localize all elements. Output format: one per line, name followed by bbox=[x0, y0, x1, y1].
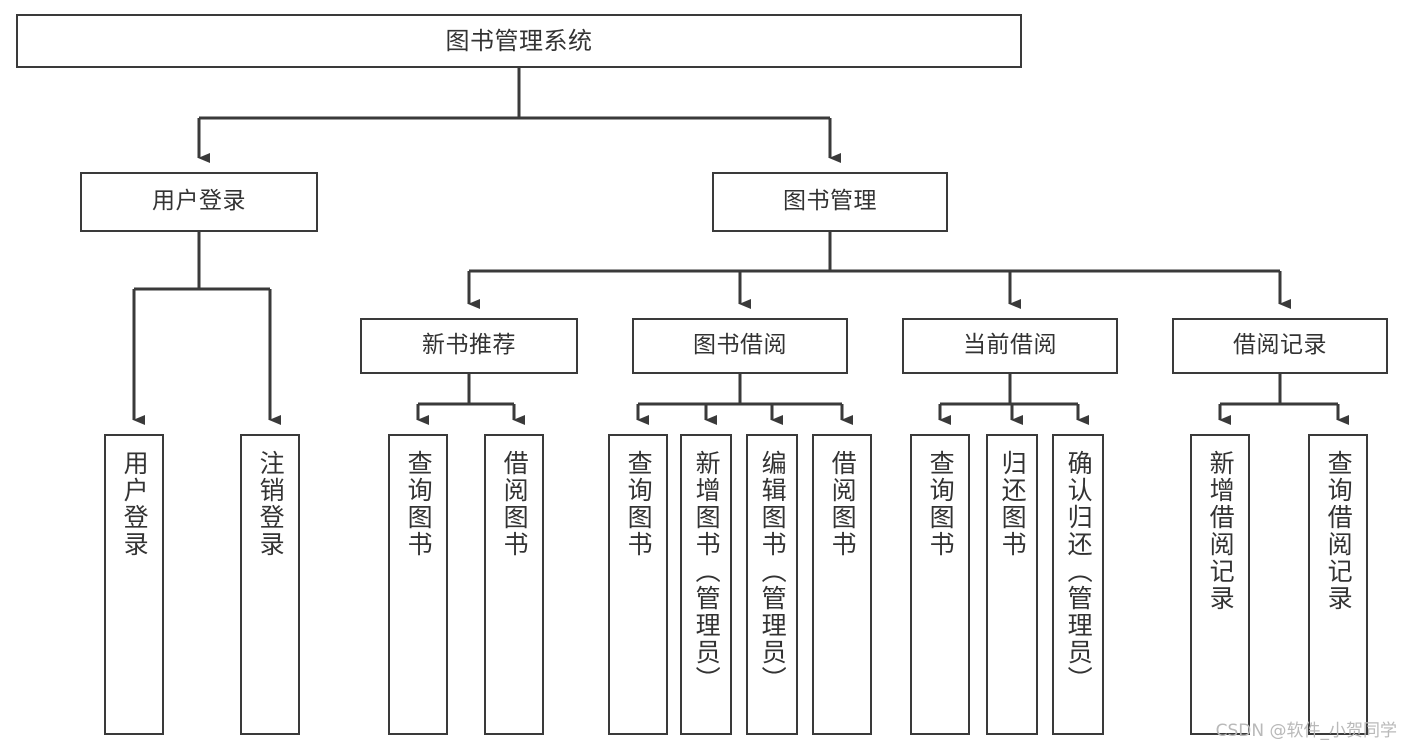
node-label: 查询图书 bbox=[404, 450, 434, 558]
leaf-query-book-borrow[interactable]: 查询图书 bbox=[608, 434, 668, 735]
node-root-system[interactable]: 图书管理系统 bbox=[16, 14, 1022, 68]
leaf-edit-book-admin[interactable]: 编辑图书（管理员） bbox=[746, 434, 798, 735]
node-label: 用户登录 bbox=[120, 450, 150, 558]
leaf-query-book-recommend[interactable]: 查询图书 bbox=[388, 434, 448, 735]
leaf-add-book-admin[interactable]: 新增图书（管理员） bbox=[680, 434, 732, 735]
leaf-query-borrow-record[interactable]: 查询借阅记录 bbox=[1308, 434, 1368, 735]
node-new-book-recommend[interactable]: 新书推荐 bbox=[360, 318, 578, 374]
node-label: 借阅图书 bbox=[828, 450, 858, 558]
leaf-borrow-book-recommend[interactable]: 借阅图书 bbox=[484, 434, 544, 735]
node-label: 查询图书 bbox=[926, 450, 956, 558]
watermark: CSDN @软件_小贺同学 bbox=[1215, 721, 1397, 741]
leaf-confirm-return-admin[interactable]: 确认归还（管理员） bbox=[1052, 434, 1104, 735]
node-label: 确认归还（管理员） bbox=[1064, 450, 1094, 693]
node-book-borrow[interactable]: 图书借阅 bbox=[632, 318, 848, 374]
leaf-query-book-current[interactable]: 查询图书 bbox=[910, 434, 970, 735]
node-label: 图书管理 bbox=[783, 188, 877, 215]
leaf-borrow-book[interactable]: 借阅图书 bbox=[812, 434, 872, 735]
node-label: 新增图书（管理员） bbox=[692, 450, 722, 693]
leaf-user-login[interactable]: 用户登录 bbox=[104, 434, 164, 735]
node-label: 查询图书 bbox=[624, 450, 654, 558]
node-label: 新增借阅记录 bbox=[1206, 450, 1236, 612]
node-label: 图书借阅 bbox=[693, 332, 787, 359]
node-current-borrow[interactable]: 当前借阅 bbox=[902, 318, 1118, 374]
leaf-add-borrow-record[interactable]: 新增借阅记录 bbox=[1190, 434, 1250, 735]
leaf-return-book[interactable]: 归还图书 bbox=[986, 434, 1038, 735]
node-label: 用户登录 bbox=[152, 188, 246, 215]
node-label: 当前借阅 bbox=[963, 332, 1057, 359]
node-borrow-record[interactable]: 借阅记录 bbox=[1172, 318, 1388, 374]
leaf-logout-login[interactable]: 注销登录 bbox=[240, 434, 300, 735]
node-user-login[interactable]: 用户登录 bbox=[80, 172, 318, 232]
node-label: 归还图书 bbox=[998, 450, 1028, 558]
node-label: 图书管理系统 bbox=[445, 26, 593, 55]
node-label: 借阅记录 bbox=[1233, 332, 1327, 359]
node-label: 编辑图书（管理员） bbox=[758, 450, 788, 693]
node-label: 查询借阅记录 bbox=[1324, 450, 1354, 612]
node-book-manage[interactable]: 图书管理 bbox=[712, 172, 948, 232]
node-label: 新书推荐 bbox=[422, 332, 516, 359]
node-label: 注销登录 bbox=[256, 450, 286, 558]
node-label: 借阅图书 bbox=[500, 450, 530, 558]
